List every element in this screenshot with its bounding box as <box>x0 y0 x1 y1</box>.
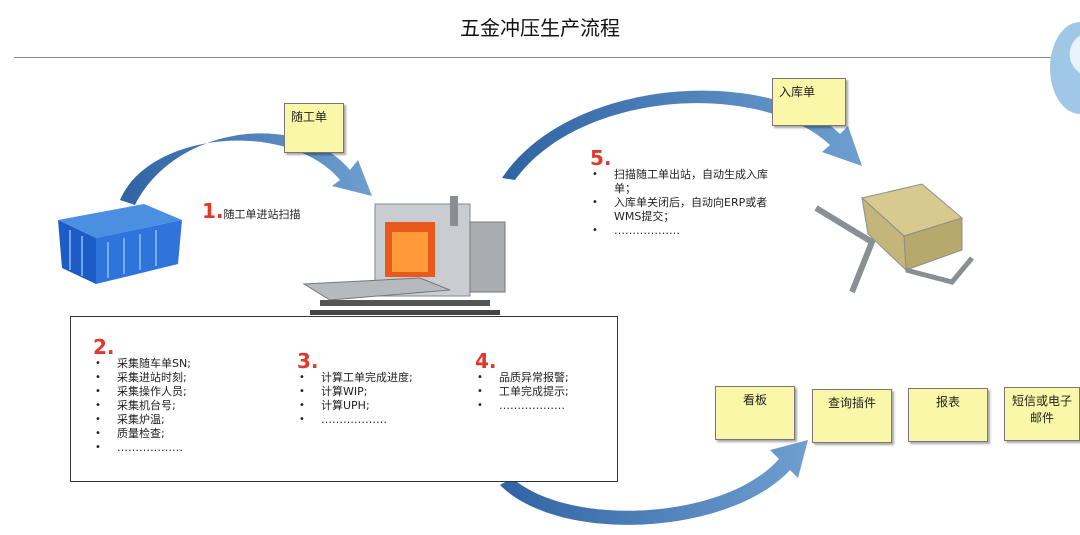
output-dashboard: 看板 <box>715 386 795 440</box>
step-3-number: 3. <box>297 349 319 373</box>
list-item: ……………… <box>299 413 477 427</box>
list-item: 采集炉温; <box>95 413 273 427</box>
output-report-label: 报表 <box>935 395 960 409</box>
step-3: 3. 计算工单完成进度; 计算WIP; 计算UPH; ……………… <box>297 351 477 427</box>
output-sms-email: 短信或电子邮件 <box>1004 387 1080 441</box>
title-divider <box>14 57 1080 58</box>
list-item: 采集随车单SN; <box>95 357 273 371</box>
list-item: 采集机台号; <box>95 399 273 413</box>
output-report: 报表 <box>908 388 988 442</box>
list-item: ……………… <box>95 441 273 455</box>
step-4-number: 4. <box>475 349 497 373</box>
step-4: 4. 品质异常报警; 工单完成提示; ……………… <box>475 351 615 413</box>
step-5-list: 扫描随工单出站，自动生成入库单； 入库单关闭后，自动向ERP或者WMS提交； …… <box>590 168 770 238</box>
list-item: ……………… <box>592 224 770 238</box>
step-5-number: 5. <box>590 146 612 170</box>
list-item: 工单完成提示; <box>477 385 615 399</box>
list-item: 入库单关闭后，自动向ERP或者WMS提交； <box>592 196 770 224</box>
note-work-order-label: 随工单 <box>291 110 328 124</box>
list-item: 计算UPH; <box>299 399 477 413</box>
furnace-icon <box>302 196 506 315</box>
note-warehouse-in-label: 入库单 <box>779 85 816 99</box>
note-warehouse-in: 入库单 <box>772 78 846 126</box>
step-1-number: 1. <box>202 199 224 223</box>
step-4-list: 品质异常报警; 工单完成提示; ……………… <box>475 371 615 413</box>
list-item: 扫描随工单出站，自动生成入库单； <box>592 168 770 196</box>
arrow-to-outputs <box>500 440 808 525</box>
output-sms-email-label: 短信或电子邮件 <box>1011 394 1072 425</box>
list-item: ……………… <box>477 399 615 413</box>
page-title: 五金冲压生产流程 <box>460 16 620 40</box>
step-1-text: 随工单进站扫描 <box>223 208 301 221</box>
step-2-number: 2. <box>93 335 115 359</box>
list-item: 采集进站时刻; <box>95 371 273 385</box>
output-dashboard-label: 看板 <box>742 393 767 407</box>
list-item: 品质异常报警; <box>477 371 615 385</box>
list-item: 采集操作人员; <box>95 385 273 399</box>
warehouse-icon <box>814 183 974 294</box>
note-work-order: 随工单 <box>284 103 344 153</box>
list-item: 计算工单完成进度; <box>299 371 477 385</box>
list-item: 计算WIP; <box>299 385 477 399</box>
list-item: 质量检查; <box>95 427 273 441</box>
step-2-list: 采集随车单SN; 采集进站时刻; 采集操作人员; 采集机台号; 采集炉温; 质量… <box>93 357 273 455</box>
step-2: 2. 采集随车单SN; 采集进站时刻; 采集操作人员; 采集机台号; 采集炉温;… <box>93 337 273 455</box>
step-1: 1.随工单进站扫描 <box>202 201 332 222</box>
step-5: 5. 扫描随工单出站，自动生成入库单； 入库单关闭后，自动向ERP或者WMS提交… <box>590 148 770 238</box>
output-query-plugin: 查询插件 <box>812 389 892 443</box>
step-3-list: 计算工单完成进度; 计算WIP; 计算UPH; ……………… <box>297 371 477 427</box>
crate-icon <box>58 204 182 284</box>
output-query-plugin-label: 查询插件 <box>827 396 876 410</box>
process-box: 2. 采集随车单SN; 采集进站时刻; 采集操作人员; 采集机台号; 采集炉温;… <box>70 316 618 482</box>
